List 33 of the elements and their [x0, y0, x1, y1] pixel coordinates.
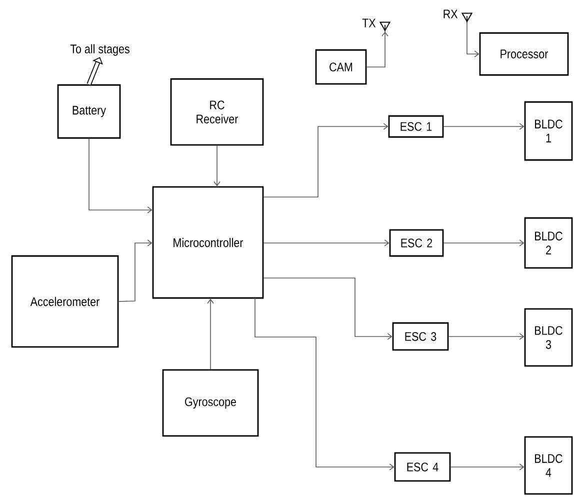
arrow-label: To all stages — [70, 44, 130, 56]
block-box: CAM — [315, 49, 367, 85]
block-box: ESC 1 — [388, 115, 444, 138]
block-box: Accelerometer — [11, 255, 119, 348]
block-box: BLDC 2 — [524, 217, 573, 269]
arrow — [443, 123, 524, 130]
arrow — [366, 32, 388, 68]
arrow — [263, 123, 388, 198]
arrow — [450, 464, 524, 470]
block-box: ESC 4 — [394, 452, 451, 482]
arrow — [118, 240, 152, 302]
arrow — [214, 145, 220, 186]
arrow — [448, 333, 524, 340]
block-box: Processor — [479, 32, 569, 76]
arrow — [207, 298, 214, 370]
block-box: ESC 3 — [392, 322, 449, 351]
power-arrow — [86, 57, 103, 86]
arrow — [254, 298, 394, 470]
block-box: BLDC 3 — [524, 308, 573, 367]
arrow — [466, 22, 480, 58]
arrow — [88, 138, 152, 214]
arrow — [263, 240, 390, 246]
block-box: BLDC 1 — [524, 101, 573, 161]
block-box: BLDC 4 — [524, 436, 573, 495]
block-box: Gyroscope — [162, 369, 259, 437]
arrow — [443, 240, 524, 246]
block-box: ESC 2 — [389, 229, 444, 257]
antenna-label: TX — [362, 18, 376, 28]
arrow — [263, 278, 392, 340]
antenna-label: RX — [444, 10, 458, 18]
block-box: Microcontroller — [152, 186, 264, 299]
block-box: Battery — [57, 84, 121, 139]
block-box: RC Receiver — [170, 78, 264, 146]
